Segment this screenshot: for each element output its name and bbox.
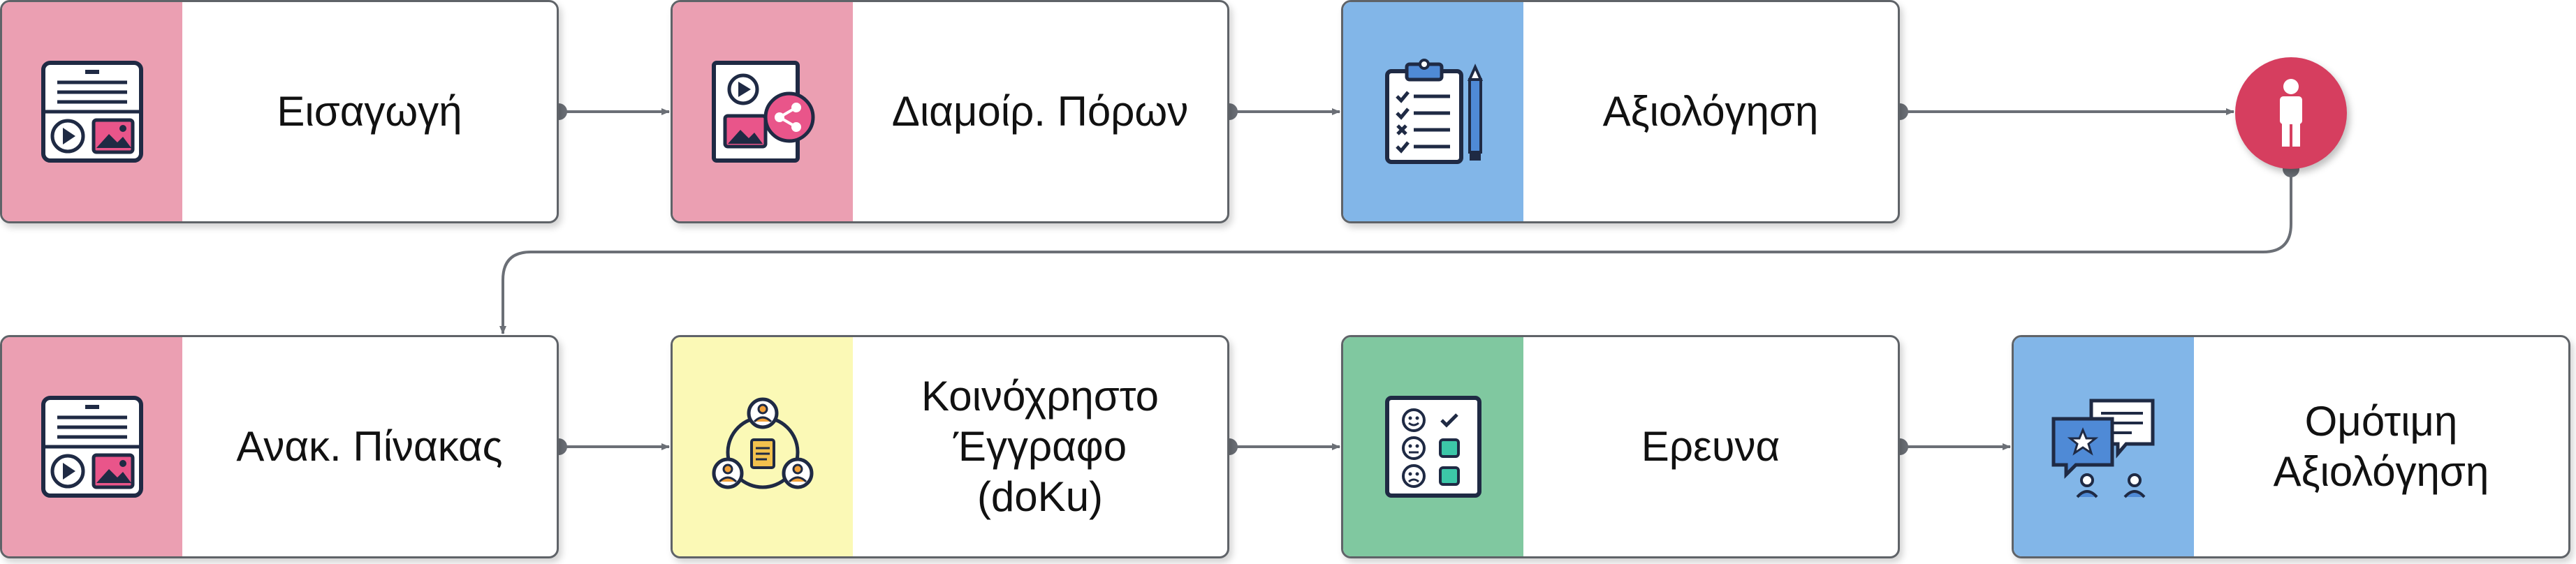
clipboard-checklist-icon [1385,59,1484,164]
node-label: Ανακ. Πίνακας [236,423,503,470]
person-icon [2280,79,2302,147]
icon-panel [673,2,853,221]
share-media-icon [712,61,815,163]
step-resource-sharing: Διαμοίρ. Πόρων [671,0,1229,223]
connector-arrow [499,169,2292,334]
node-label: Ερευνα [1641,423,1780,470]
icon-panel [1343,337,1523,556]
step-peer-review: Ομότιμη Αξιολόγηση [2012,335,2570,558]
step-reflection-board: Ανακ. Πίνακας [0,335,559,558]
media-board-icon [41,396,143,498]
node-label: Αξιολόγηση [1602,88,1819,135]
step-assessment: Αξιολόγηση [1341,0,1900,223]
node-label: Κοινόχρηστο Έγγραφο (doKu) [921,373,1159,520]
icon-panel [2,2,182,221]
node-label: Διαμοίρ. Πόρων [891,88,1189,135]
icon-panel [673,337,853,556]
step-survey: Ερευνα [1341,335,1900,558]
node-label: Εισαγωγή [277,88,462,135]
shared-document-icon [712,397,814,489]
step-shared-document: Κοινόχρηστο Έγγραφο (doKu) [671,335,1229,558]
icon-panel [2,337,182,556]
actor-node [2235,57,2347,169]
media-board-icon [41,61,143,163]
icon-panel [2014,337,2194,556]
peer-review-icon [2051,399,2155,498]
node-label: Ομότιμη Αξιολόγηση [2273,398,2489,495]
survey-icon [1385,396,1481,498]
icon-panel [1343,2,1523,221]
step-introduction: Εισαγωγή [0,0,559,223]
